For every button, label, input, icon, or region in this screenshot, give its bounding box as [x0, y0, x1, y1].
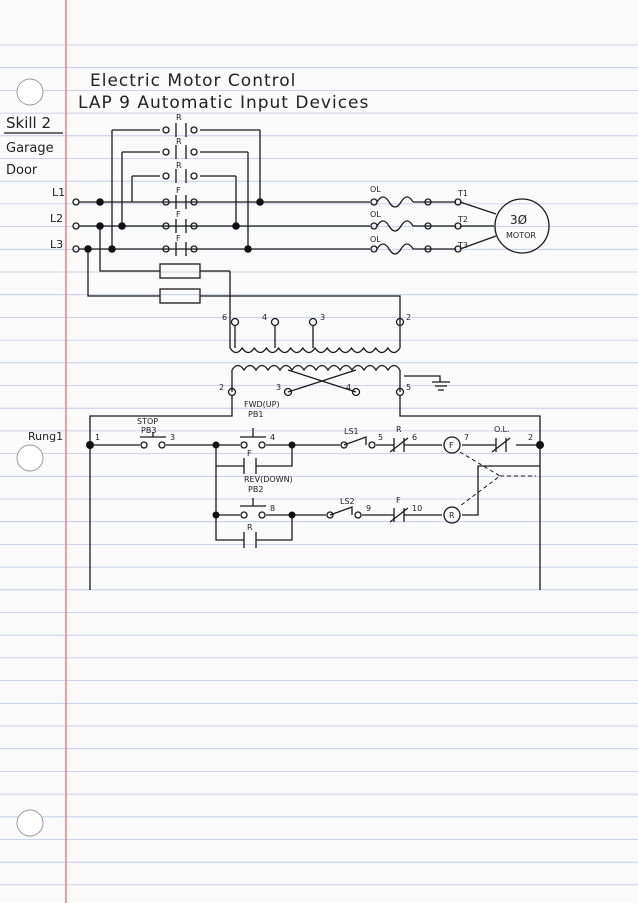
power-contact [162, 169, 198, 183]
contact-label-f3: F [176, 234, 181, 243]
contact-label-f2: F [176, 210, 181, 219]
overload-label-1: OL [370, 185, 381, 194]
ruled-lines [0, 44, 638, 886]
line-label-l2: L2 [50, 212, 63, 225]
seal-f-label: F [247, 449, 252, 458]
line-label-l1: L1 [52, 186, 65, 199]
power-contact [162, 123, 198, 137]
overload-label-3: OL [370, 235, 381, 244]
secondary-tap-3: 3 [276, 383, 281, 392]
ls2-label: LS2 [340, 497, 355, 506]
motor-label: MOTOR [506, 231, 536, 240]
primary-tap-3: 3 [320, 313, 325, 322]
binder-hole-top [16, 78, 44, 106]
ls1-label: LS1 [344, 427, 359, 436]
rung-label: Rung1 [28, 430, 63, 443]
wire-2: 2 [528, 433, 533, 442]
title-line-1: Electric Motor Control [90, 71, 296, 91]
terminal-t2: T2 [457, 215, 468, 224]
binder-hole-middle [16, 444, 44, 472]
door-label: Door [6, 163, 38, 178]
skill-label: Skill 2 [6, 114, 51, 132]
wire-4: 4 [270, 433, 275, 442]
primary-tap-4: 4 [262, 313, 267, 322]
power-circuit: L1 L2 L3 R R R F F F [50, 113, 550, 330]
coil-r-label: R [449, 511, 455, 520]
secondary-tap-2: 2 [219, 383, 224, 392]
contact-label-f1: F [176, 186, 181, 195]
fwd-pb-label: PB1 [248, 410, 263, 419]
secondary-tap-4: 4 [346, 383, 351, 392]
overload-label-2: OL [370, 210, 381, 219]
motor-phase-label: 3Ø [510, 213, 527, 227]
fuse-2 [159, 288, 201, 304]
stop-label: STOP [137, 417, 158, 426]
primary-tap-2: 2 [406, 313, 411, 322]
wire-10: 10 [412, 504, 422, 513]
overload-heater [370, 220, 462, 232]
contact-label-r2: R [176, 137, 182, 146]
overload-heater [370, 243, 462, 255]
motor-symbol [494, 198, 550, 254]
title-line-2: LAP 9 Automatic Input Devices [78, 93, 369, 113]
coil-f-label: F [449, 441, 454, 450]
fuse-1 [159, 263, 201, 279]
r-interlock-label: R [396, 425, 402, 434]
overload-heater [370, 196, 462, 208]
wire-6: 6 [412, 433, 417, 442]
fwd-label: FWD(UP) [244, 400, 280, 409]
wire-9: 9 [366, 504, 371, 513]
ol-label: O.L. [494, 425, 510, 434]
f-interlock-label: F [396, 496, 401, 505]
coil-r [443, 506, 461, 524]
power-contact [162, 219, 198, 233]
line-label-l3: L3 [50, 238, 63, 251]
wire-3: 3 [170, 433, 175, 442]
contact-label-r3: R [176, 161, 182, 170]
rev-label: REV(DOWN) [244, 475, 293, 484]
wire-5: 5 [378, 433, 383, 442]
ground-icon [404, 375, 450, 391]
wire-8: 8 [270, 504, 275, 513]
wire-1: 1 [95, 433, 100, 442]
binder-hole-bottom [16, 809, 44, 837]
transformer: 6 4 3 2 2 3 4 5 [89, 313, 541, 590]
wire-7: 7 [464, 433, 469, 442]
power-contact [162, 195, 198, 209]
primary-tap-6: 6 [222, 313, 227, 322]
stop-pb-label: PB3 [141, 426, 156, 435]
terminal-t1: T1 [457, 189, 468, 198]
seal-r-label: R [247, 523, 253, 532]
control-circuit: Rung1 STOP PB3 FWD(UP) PB1 LS1 R F O.L. … [28, 400, 544, 548]
secondary-tap-5: 5 [406, 383, 411, 392]
rev-pb-label: PB2 [248, 485, 263, 494]
garage-label: Garage [6, 141, 54, 156]
power-contact [162, 242, 198, 256]
contact-label-r1: R [176, 113, 182, 122]
terminal-t3: T3 [457, 241, 468, 250]
power-contact [162, 145, 198, 159]
coil-f [443, 436, 461, 454]
